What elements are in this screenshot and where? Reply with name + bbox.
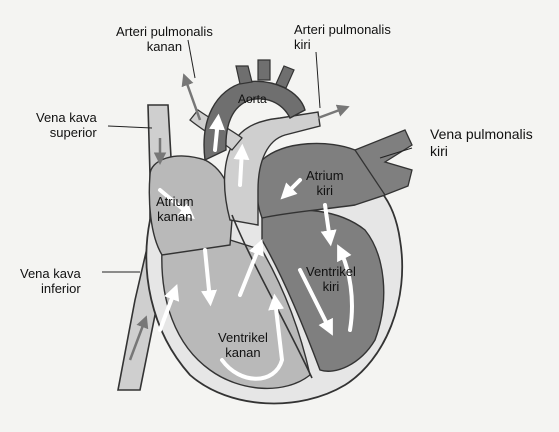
label-vena-pulmonalis-kiri: Vena pulmonalis kiri [430,126,533,160]
label-aorta: Aorta [238,92,267,107]
label-arteri-pulmonalis-kiri: Arteri pulmonalis kiri [294,22,391,52]
label-ventrikel-kiri: Ventrikel kiri [306,264,356,294]
label-atrium-kanan: Atrium kanan [156,194,194,224]
label-vena-kava-superior: Vena kava superior [36,110,97,140]
label-vena-kava-inferior: Vena kava inferior [20,266,81,296]
label-arteri-pulmonalis-kanan: Arteri pulmonalis kanan [116,24,213,54]
label-ventrikel-kanan: Ventrikel kanan [218,330,268,360]
label-atrium-kiri: Atrium kiri [306,168,344,198]
